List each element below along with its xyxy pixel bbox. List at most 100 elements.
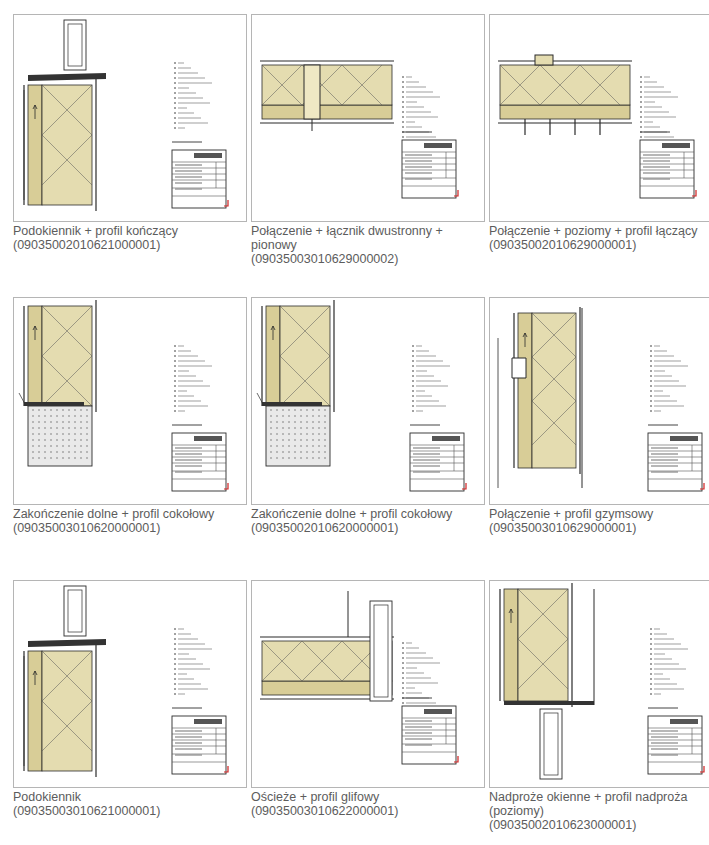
insulation-hatch (262, 641, 382, 681)
window-frame (374, 605, 388, 697)
drawing-line (405, 160, 432, 161)
drawing-line (650, 411, 652, 412)
detail-code: (09035002010623000001) (489, 818, 709, 832)
drawing-line (446, 718, 447, 744)
title-block (402, 706, 456, 764)
thumbnail-frame (13, 580, 247, 788)
drawing-line (406, 117, 438, 118)
drawing-line (416, 391, 425, 392)
drawing-line (640, 77, 642, 78)
detail-title: Połączenie + profil gzymsowy (489, 507, 709, 521)
title-block (648, 716, 702, 774)
drawing-line (178, 376, 196, 377)
drawing-line (178, 83, 212, 84)
drawing-line (402, 744, 456, 745)
drawing-line (174, 371, 176, 372)
drawing-line (174, 654, 176, 655)
drawing-line (174, 93, 176, 94)
drawing-line (416, 346, 422, 347)
insulation-hatch (518, 589, 568, 689)
drawing-line (402, 87, 404, 88)
drawing-line (178, 396, 194, 397)
drawing-line (644, 117, 676, 118)
drawing-line (172, 196, 226, 197)
drawing-line (178, 88, 189, 89)
sill (28, 73, 106, 81)
drawing-line (178, 629, 184, 630)
drawing-line (406, 102, 417, 103)
drawing-line (402, 718, 456, 719)
title-logo (194, 719, 222, 724)
drawing-line (406, 643, 412, 644)
drawing-line (175, 176, 202, 177)
drawing-line (174, 118, 176, 119)
drawing-line (178, 63, 184, 64)
drawing-line (654, 361, 681, 362)
drawing-line (410, 479, 464, 480)
drawing-line (178, 391, 187, 392)
drawing-line (35, 105, 37, 109)
drawing-line (654, 376, 672, 377)
drawing-line (651, 754, 678, 755)
drawing-line (654, 396, 670, 397)
lintel-profile (504, 701, 594, 705)
drawing-line (178, 93, 196, 94)
drawing-line (643, 160, 670, 161)
drawing-line (174, 669, 176, 670)
insulation-hatch (42, 306, 92, 406)
drawing-line (175, 188, 202, 189)
facade-layer (28, 85, 42, 205)
drawing-line (650, 674, 652, 675)
drawing-line (402, 152, 456, 153)
drawing-line (644, 92, 671, 93)
drawing-line (640, 164, 694, 165)
window-frame (540, 709, 562, 779)
drawing-line (648, 734, 702, 735)
title-block (172, 716, 226, 774)
drawing-line (172, 188, 226, 189)
drawing-line (654, 401, 677, 402)
drawing-line (571, 583, 572, 707)
drawing-line (549, 119, 550, 135)
drawing-line (650, 391, 652, 392)
thumbnail-drawing (14, 15, 246, 221)
base-profile (262, 402, 322, 406)
drawing-line (650, 381, 652, 382)
window-frame (64, 20, 86, 70)
drawing-line (402, 648, 404, 649)
drawing-line (654, 639, 674, 640)
drawing-line (402, 643, 404, 644)
corner-mark (462, 483, 466, 489)
drawing-line (654, 356, 674, 357)
drawing-line (271, 326, 273, 330)
drawing-line (172, 762, 226, 763)
drawing-line (644, 112, 669, 113)
thumbnail-frame (489, 580, 709, 788)
drawing-line (410, 463, 464, 464)
title-block (402, 140, 456, 198)
drawing-line (525, 333, 527, 337)
drawing-line (174, 644, 176, 645)
drawing-line (178, 381, 203, 382)
insulation-band (42, 651, 92, 771)
drawing-line (648, 762, 702, 763)
detail-code: (09035002010620000001) (251, 521, 485, 535)
window-frame (370, 601, 392, 701)
drawing-line (273, 326, 275, 330)
drawing-line (650, 634, 652, 635)
detail-drawing (257, 300, 466, 491)
caption: Zakończenie dolne + profil cokołowy(0903… (13, 505, 247, 535)
drawing-line (175, 182, 202, 183)
drawing-line (412, 406, 414, 407)
title-logo (670, 436, 698, 441)
drawing-line (178, 361, 205, 362)
title-logo (424, 709, 452, 714)
corner-mark (692, 190, 696, 196)
drawing-line (402, 137, 404, 138)
drawing-line (178, 108, 187, 109)
drawing-line (640, 122, 642, 123)
drawing-line (273, 326, 274, 340)
drawing-line (406, 97, 440, 98)
drawing-line (312, 119, 313, 131)
